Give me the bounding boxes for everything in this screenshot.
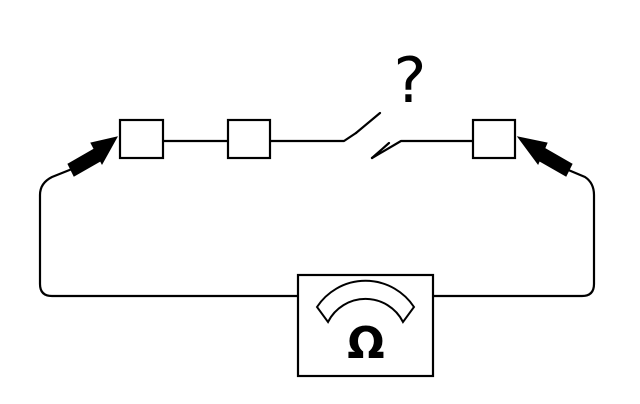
meter-scale-arc (315, 279, 416, 324)
left-lead-wire (38, 167, 300, 298)
ohmmeter-icon: Ω (296, 273, 435, 378)
left-probe-lead (38, 136, 300, 298)
switch-contact-right (370, 141, 391, 160)
left-probe-tip (90, 136, 118, 166)
component-block-3 (471, 118, 517, 160)
right-lead-wire (431, 167, 596, 298)
probe-arrow-icon (67, 136, 118, 177)
wire-block2-switch (268, 131, 358, 143)
component-block-2 (226, 118, 272, 160)
wire-switch-block3 (370, 139, 475, 160)
right-probe-lead (431, 136, 596, 298)
question-mark-label: ? (394, 44, 427, 117)
component-line (118, 111, 517, 160)
right-probe-tip (516, 136, 548, 165)
probe-arrow-icon (516, 136, 573, 177)
switch-contact-left (354, 111, 382, 135)
component-block-1 (118, 118, 165, 160)
open-switch-icon (354, 111, 391, 160)
ohm-symbol: Ω (347, 318, 384, 369)
